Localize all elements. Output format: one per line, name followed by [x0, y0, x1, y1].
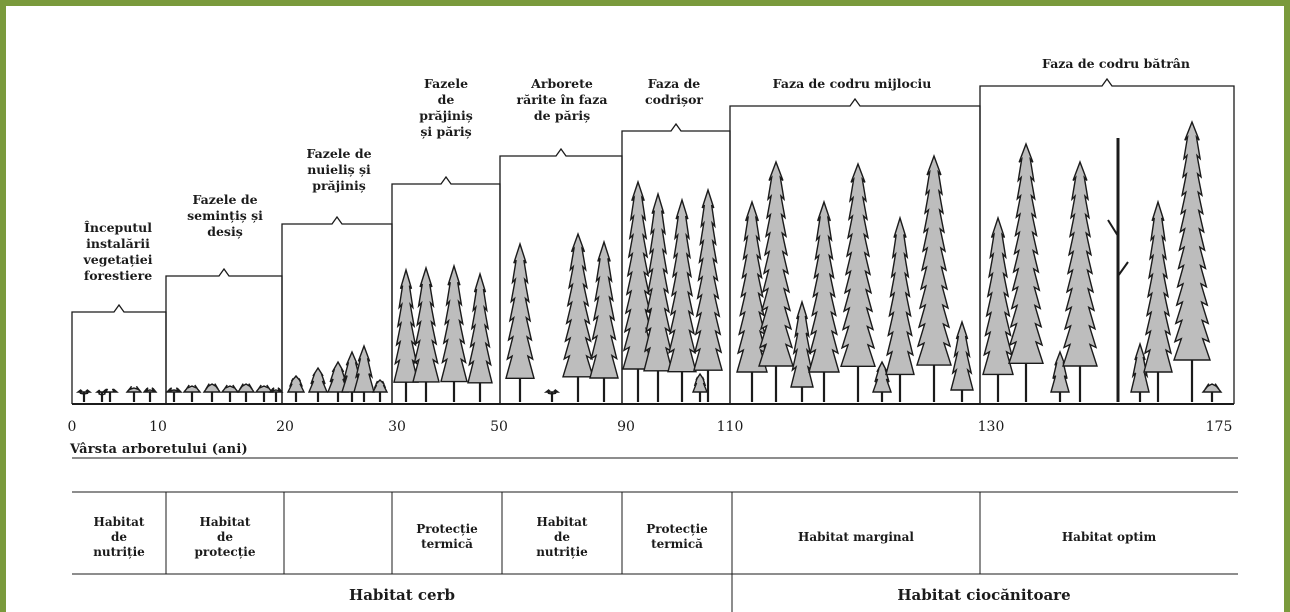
tick-label-130: 130: [977, 419, 1005, 435]
tick-label-110: 110: [716, 419, 744, 435]
sapling: [326, 360, 350, 402]
phase-label-middle-high-forest: Faza de codru mijlociu: [772, 76, 932, 91]
phase-label-young-high-forest: Faza de codrișor: [645, 76, 703, 107]
seedling: [236, 383, 256, 402]
pole-tree: [467, 271, 493, 402]
old-tree: [1008, 142, 1044, 402]
mature-tree: [840, 162, 876, 402]
sapling: [307, 366, 329, 402]
seedling: [182, 384, 202, 402]
seedling: [220, 384, 240, 402]
habitat-cell-5: Habitat de nutriție: [536, 514, 588, 559]
young-tree: [667, 197, 697, 402]
seedling: [254, 384, 274, 402]
young-tree: [543, 389, 561, 402]
axis-title: Vârsta arboretului (ani): [70, 442, 248, 457]
seedling: [101, 388, 119, 402]
phase-label-seedling: Fazele de semințiș și desiș: [187, 192, 263, 239]
young-tree: [505, 241, 535, 402]
snag-branch: [1117, 261, 1129, 277]
sapling: [371, 379, 389, 402]
old-tree: [1143, 199, 1173, 402]
tick-label-175: 175: [1205, 419, 1233, 435]
phase-bracket: [979, 77, 1235, 404]
young-tree: [643, 191, 673, 402]
mature-tree: [950, 319, 974, 402]
seedling: [165, 387, 183, 402]
habitat-cell-1: Habitat de nutriție: [93, 514, 145, 559]
phase-label-sapling: Fazele de nuieliș și prăjiniș: [306, 146, 372, 193]
tick-label-50: 50: [490, 419, 508, 435]
mature-tree: [808, 199, 840, 402]
habitat-cell-3: [284, 501, 392, 573]
tick-label-0: 0: [67, 419, 77, 435]
mature-tree: [790, 299, 814, 402]
sapling: [353, 343, 375, 402]
forest-illustration: [71, 77, 1238, 612]
phase-bracket: [71, 303, 167, 404]
seedling: [202, 383, 222, 402]
tick-label-90: 90: [617, 419, 635, 435]
mature-tree: [736, 199, 768, 402]
mature-tree: [758, 160, 794, 402]
seedling: [75, 389, 93, 402]
old-tree: [1130, 341, 1150, 402]
mature-tree: [916, 153, 952, 402]
mature-tree: [872, 360, 892, 402]
group-label-woodpecker: Habitat ciocănitoare: [897, 586, 1071, 604]
sapling: [286, 374, 306, 402]
habitat-cell-7: Habitat marginal: [798, 529, 914, 544]
seedling: [142, 387, 158, 402]
habitat-cell-6: Protecție termică: [646, 522, 708, 551]
young-tree: [622, 179, 654, 402]
pole-tree: [393, 267, 419, 402]
tick-label-20: 20: [276, 419, 294, 435]
phase-label-thinned: Arborete rărite în faza de păriș: [516, 76, 608, 123]
phase-bracket: [165, 267, 283, 404]
old-tree: [982, 215, 1014, 402]
pole-tree: [440, 263, 468, 402]
old-tree: [1173, 120, 1211, 402]
tick-label-30: 30: [388, 419, 406, 435]
old-tree: [1062, 160, 1098, 402]
young-tree: [691, 372, 709, 402]
old-tree: [1201, 383, 1223, 402]
young-tree: [562, 231, 594, 402]
young-tree: [693, 187, 723, 402]
seedling: [268, 387, 284, 402]
phase-label-pole: Fazele de prăjiniș și păriș: [419, 76, 473, 139]
young-tree: [589, 239, 619, 402]
snag-branch: [1107, 219, 1119, 237]
phase-label-old-high-forest: Faza de codru bătrân: [1042, 56, 1190, 71]
habitat-cell-2: Habitat de protecție: [194, 514, 256, 559]
mature-tree: [885, 215, 915, 402]
group-label-deer: Habitat cerb: [349, 586, 455, 604]
tick-label-10: 10: [149, 419, 167, 435]
seedling: [125, 385, 143, 402]
habitat-cell-4: Protecție termică: [416, 522, 478, 551]
phase-label-initial: Începutul instalării vegetației forestie…: [83, 220, 153, 283]
pole-tree: [412, 265, 440, 402]
habitat-cell-8: Habitat optim: [1061, 529, 1157, 544]
